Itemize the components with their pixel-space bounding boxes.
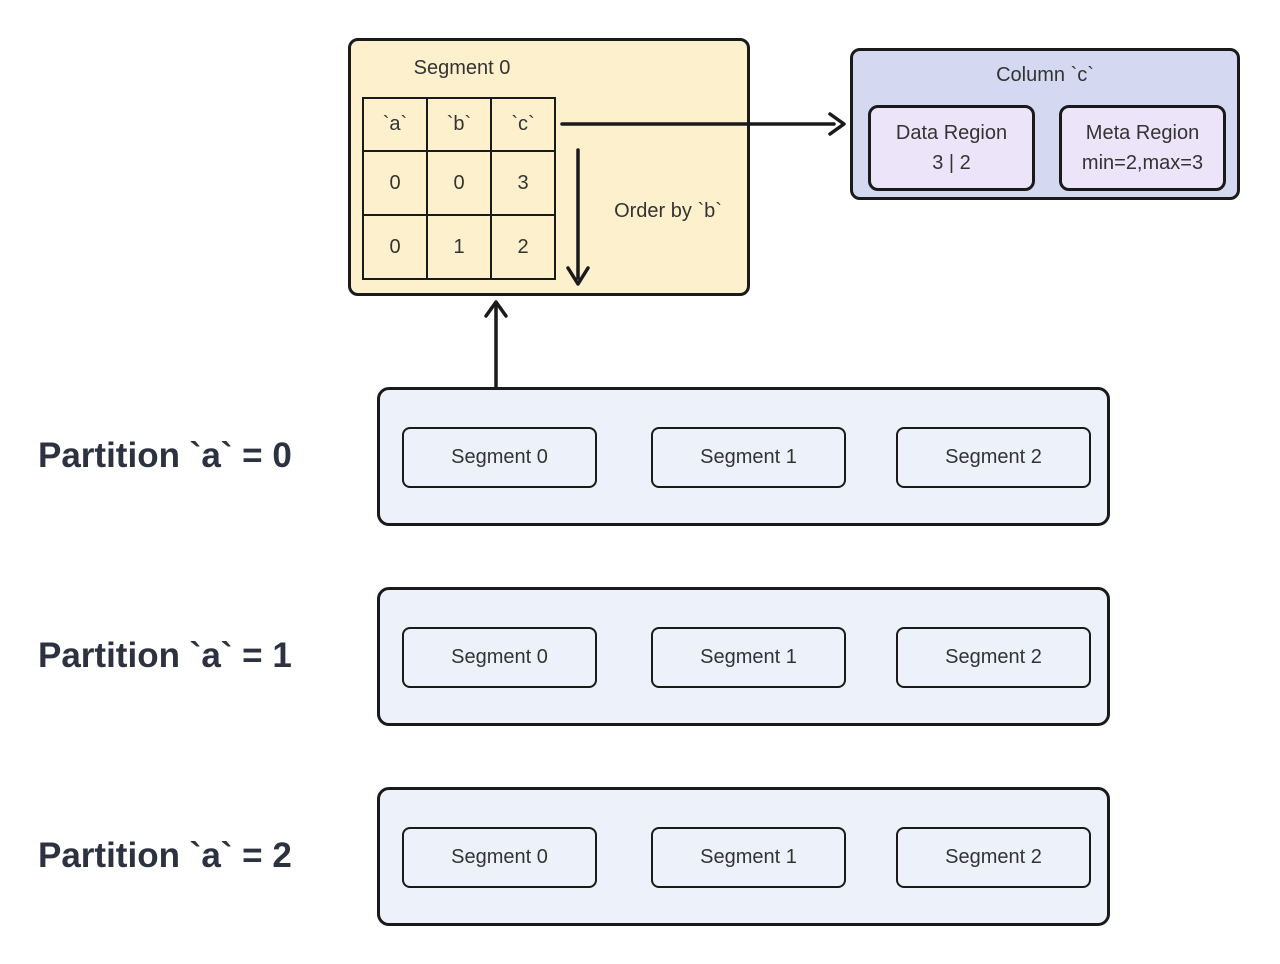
segment-detail-title: Segment 0 <box>413 57 511 79</box>
partition-a0-container: Segment 0 Segment 1 Segment 2 <box>377 387 1110 526</box>
order-by-label: Order by `b` <box>614 200 722 222</box>
column-c-right-arrow-icon <box>560 112 846 136</box>
partition-a0-segment-2: Segment 2 <box>896 427 1091 488</box>
partition-a2-segment-0: Segment 0 <box>402 827 597 888</box>
data-region-name: Data Region <box>895 122 1008 144</box>
table-row: 0 0 3 <box>362 150 556 216</box>
partition-a2-segment-1: Segment 1 <box>651 827 846 888</box>
segment-data-table: `a` `b` `c` 0 0 3 0 1 2 <box>362 97 556 280</box>
table-cell: 2 <box>490 214 556 280</box>
column-detail-title: Column `c` <box>996 64 1094 86</box>
meta-region-box: Meta Region min=2,max=3 <box>1059 105 1226 191</box>
table-cell: 0 <box>362 214 428 280</box>
partition-a2-label: Partition `a` = 2 <box>38 836 292 875</box>
partition-a2-container: Segment 0 Segment 1 Segment 2 <box>377 787 1110 926</box>
partition-a2-segment-2: Segment 2 <box>896 827 1091 888</box>
partition-a1-label: Partition `a` = 1 <box>38 636 292 675</box>
table-cell: 3 <box>490 150 556 216</box>
order-by-down-arrow-icon <box>566 148 590 286</box>
table-row: 0 1 2 <box>362 214 556 280</box>
table-cell: 0 <box>362 150 428 216</box>
partition-a0-segment-0: Segment 0 <box>402 427 597 488</box>
partition-a1-container: Segment 0 Segment 1 Segment 2 <box>377 587 1110 726</box>
partition-a1-segment-2: Segment 2 <box>896 627 1091 688</box>
partition-a0-label: Partition `a` = 0 <box>38 436 292 475</box>
table-cell: 1 <box>426 214 492 280</box>
partition-a1-segment-0: Segment 0 <box>402 627 597 688</box>
column-detail-box: Column `c` Data Region 3 | 2 Meta Region… <box>850 48 1240 200</box>
data-region-value: 3 | 2 <box>932 152 971 174</box>
table-header-cell-a: `a` <box>362 97 428 152</box>
segment-detail-box: Segment 0 `a` `b` `c` 0 0 3 0 1 2 <box>348 38 750 296</box>
table-header-cell-b: `b` <box>426 97 492 152</box>
table-header-row: `a` `b` `c` <box>362 97 556 152</box>
data-region-box: Data Region 3 | 2 <box>868 105 1035 191</box>
partition-a0-segment-1: Segment 1 <box>651 427 846 488</box>
meta-region-name: Meta Region <box>1085 122 1200 144</box>
partition-a1-segment-1: Segment 1 <box>651 627 846 688</box>
table-header-cell-c: `c` <box>490 97 556 152</box>
meta-region-value: min=2,max=3 <box>1081 152 1204 174</box>
table-cell: 0 <box>426 150 492 216</box>
